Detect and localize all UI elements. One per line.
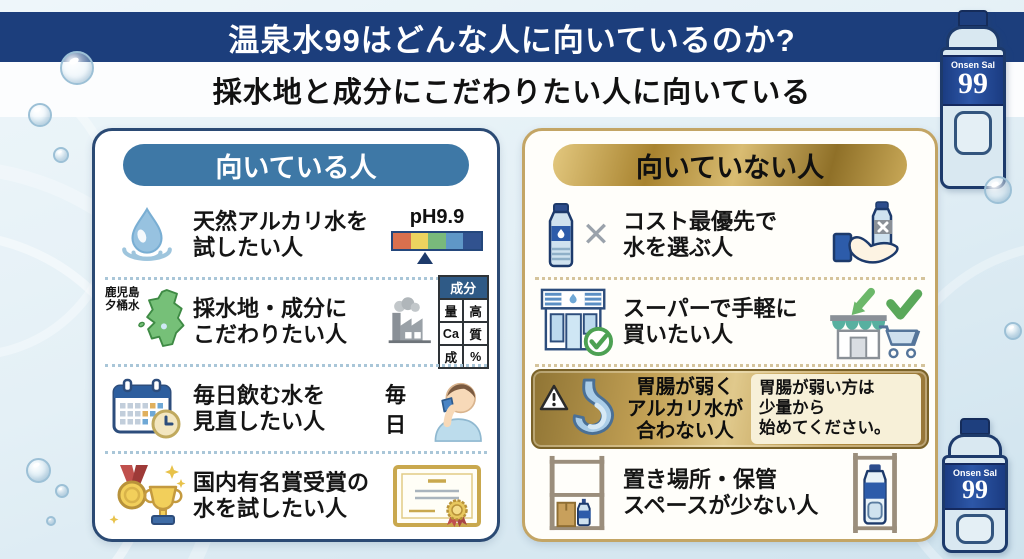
page-title: 温泉水99はどんな人に向いているのか?: [228, 22, 796, 58]
page-subtitle: 採水地と成分にこだわりたい人に向いている: [212, 76, 812, 109]
stomach-icon: [572, 378, 615, 435]
divider: [105, 364, 487, 367]
market-cart-check-icon: [823, 284, 927, 360]
item-text: コスト最優先で 水を選ぶ人: [623, 209, 778, 260]
divider: [105, 451, 487, 454]
item-text: 胃腸が弱く アルカリ水が 合わない人: [626, 375, 744, 443]
bubble: [60, 51, 94, 85]
product-bottle: Onsen Sal 99: [936, 418, 1014, 553]
bottle-body: Onsen Sal 99: [940, 47, 1006, 189]
suited-item-source-ingredients: 鹿児島 夕桶水 採水地・成分に こだわりたい人: [95, 275, 497, 369]
certificate-icon: [385, 465, 489, 527]
divider: [105, 277, 487, 280]
suited-item-daily-water: 毎日飲む水を 見直したい人 毎日: [95, 367, 497, 451]
item-text: 採水地・成分に こだわりたい人: [193, 296, 348, 347]
item-text: 毎日飲む水を 見直したい人: [193, 383, 326, 434]
bottle-number: 99: [958, 67, 988, 100]
notsuited-item-storage-space: 置き場所・保管 スペースが少ない人: [525, 451, 935, 535]
daily-label: 毎日: [385, 384, 406, 437]
bottle-shoulder: [946, 26, 1000, 48]
not-suited-header: 向いていない人: [553, 144, 907, 186]
bottle-label: Onsen Sal 99: [945, 463, 1005, 510]
store-check-icon: [533, 286, 621, 358]
warning-triangle-icon: [539, 384, 569, 411]
bottle-label: Onsen Sal 99: [943, 55, 1003, 106]
bottle-brand: Onsen Sal: [950, 60, 995, 70]
bubble: [46, 516, 56, 526]
hand-holding-bottle-icon: [823, 198, 927, 272]
bottle-panel: [954, 110, 992, 155]
bottle-cross-icon: ✕: [533, 202, 621, 268]
bottle-cap: [960, 418, 990, 435]
item-text: 国内有名賞受賞の 水を試したい人: [193, 470, 370, 521]
notsuited-item-supermarket: スーパーで手軽に 買いたい人: [525, 280, 935, 364]
bottle-brand: Onsen Sal: [952, 468, 997, 478]
ph-value-label: pH9.9: [409, 206, 465, 228]
ph-pointer-icon: [416, 252, 433, 264]
bubble: [53, 147, 69, 163]
bubble: [984, 176, 1012, 204]
ph-color-bar: [391, 231, 483, 251]
warning-banner: 胃腸が弱く アルカリ水が 合わない人 胃腸が弱い方は 少量から 始めてください。: [531, 369, 929, 449]
factory-icon: [388, 297, 431, 344]
not-suited-panel: 向いていない人 ✕ コスト最優先で 水を選ぶ人: [522, 128, 938, 542]
item-text: 天然アルカリ水を 試したい人: [193, 209, 369, 260]
bubble: [28, 103, 52, 127]
shelf-bottle-icon: [823, 453, 927, 533]
bottle-body: Onsen Sal 99: [942, 455, 1008, 553]
notsuited-item-cost-first: ✕ コスト最優先で 水を選ぶ人: [525, 193, 935, 277]
subtitle-band: 採水地と成分にこだわりたい人に向いている: [0, 62, 1024, 117]
title-banner: 温泉水99はどんな人に向いているのか?: [0, 12, 1024, 62]
bubble: [26, 458, 51, 483]
map-label: 鹿児島 夕桶水: [105, 287, 140, 313]
shelf-storage-icon: [533, 454, 621, 532]
suited-header: 向いている人: [123, 144, 469, 186]
bottle-cap: [958, 10, 988, 27]
bubble: [55, 484, 69, 498]
bottle-shoulder: [948, 434, 1002, 456]
bottle-number: 99: [962, 475, 988, 504]
cross-mark-icon: ✕: [581, 216, 611, 254]
suited-item-natural-alkali: 天然アルカリ水を 試したい人 pH9.9: [95, 193, 497, 277]
suited-panel: 向いている人 天然アルカリ水を 試したい人 pH9.9: [92, 128, 500, 542]
bottle-panel: [956, 513, 994, 544]
divider: [535, 277, 925, 280]
notsuited-item-weak-stomach: 胃腸が弱く アルカリ水が 合わない人 胃腸が弱い方は 少量から 始めてください。: [525, 367, 935, 451]
product-bottle: Onsen Sal 99: [934, 10, 1012, 189]
item-text: 置き場所・保管 スペースが少ない人: [623, 467, 819, 518]
item-text: スーパーで手軽に 買いたい人: [623, 296, 798, 347]
calendar-clock-icon: [103, 378, 191, 440]
divider: [535, 364, 925, 367]
person-drinking-icon: [434, 382, 482, 442]
bubble: [1004, 322, 1022, 340]
kagoshima-map-icon: 鹿児島 夕桶水: [103, 283, 191, 361]
water-drop-icon: [103, 206, 191, 264]
warning-note: 胃腸が弱い方は 少量から 始めてください。: [751, 374, 921, 444]
ph-scale: pH9.9: [385, 206, 489, 264]
suited-item-award-water: 国内有名賞受賞の 水を試したい人: [95, 454, 497, 538]
medal-trophy-icon: [103, 463, 191, 529]
